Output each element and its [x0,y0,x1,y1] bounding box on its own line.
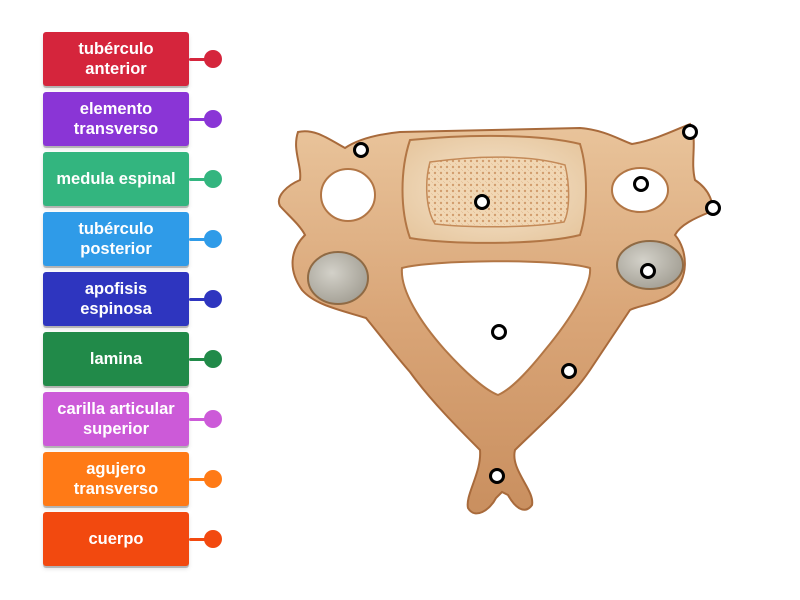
label-row: tubérculo posterior [43,212,228,268]
label-pin[interactable] [204,50,222,68]
left-articular-facet [308,252,368,304]
label-pin[interactable] [204,410,222,428]
label-pin[interactable] [204,470,222,488]
label-pin[interactable] [204,530,222,548]
label-row: apofisis espinosa [43,272,228,328]
label-text: elemento transverso [74,99,158,139]
label-card-tuberculo-anterior[interactable]: tubérculo anterior [43,32,189,86]
label-card-elemento-transverso[interactable]: elemento transverso [43,92,189,146]
label-bank: tubérculo anterior elemento transverso m… [0,0,230,600]
drop-zone-hotspot[interactable] [682,124,698,140]
drop-zone-hotspot[interactable] [353,142,369,158]
label-row: medula espinal [43,152,228,208]
label-text: agujero transverso [74,459,158,499]
label-card-tuberculo-posterior[interactable]: tubérculo posterior [43,212,189,266]
label-card-agujero-transverso[interactable]: agujero transverso [43,452,189,506]
label-text: medula espinal [56,169,175,189]
label-card-carilla-articular-superior[interactable]: carilla articular superior [43,392,189,446]
label-card-cuerpo[interactable]: cuerpo [43,512,189,566]
label-row: cuerpo [43,512,228,568]
drop-zone-hotspot[interactable] [561,363,577,379]
drop-zone-hotspot[interactable] [474,194,490,210]
label-pin[interactable] [204,110,222,128]
label-row: carilla articular superior [43,392,228,448]
label-card-lamina[interactable]: lamina [43,332,189,386]
drop-zone-hotspot[interactable] [491,324,507,340]
label-row: elemento transverso [43,92,228,148]
label-pin[interactable] [204,170,222,188]
label-pin[interactable] [204,350,222,368]
vertebra-diagram [270,110,730,540]
label-text: carilla articular superior [57,399,174,439]
label-text: tubérculo anterior [78,39,153,79]
drop-zone-hotspot[interactable] [633,176,649,192]
drop-zone-hotspot[interactable] [640,263,656,279]
label-text: lamina [90,349,142,369]
drop-zone-hotspot[interactable] [705,200,721,216]
drop-zone-hotspot[interactable] [489,468,505,484]
label-card-apofisis-espinosa[interactable]: apofisis espinosa [43,272,189,326]
label-text: cuerpo [88,529,143,549]
label-card-medula-espinal[interactable]: medula espinal [43,152,189,206]
label-pin[interactable] [204,230,222,248]
label-row: tubérculo anterior [43,32,228,88]
label-text: tubérculo posterior [78,219,153,259]
label-row: agujero transverso [43,452,228,508]
spongy-bone-section [427,157,569,227]
label-row: lamina [43,332,228,388]
label-pin[interactable] [204,290,222,308]
label-text: apofisis espinosa [80,279,152,319]
left-transverse-foramen [321,169,375,221]
